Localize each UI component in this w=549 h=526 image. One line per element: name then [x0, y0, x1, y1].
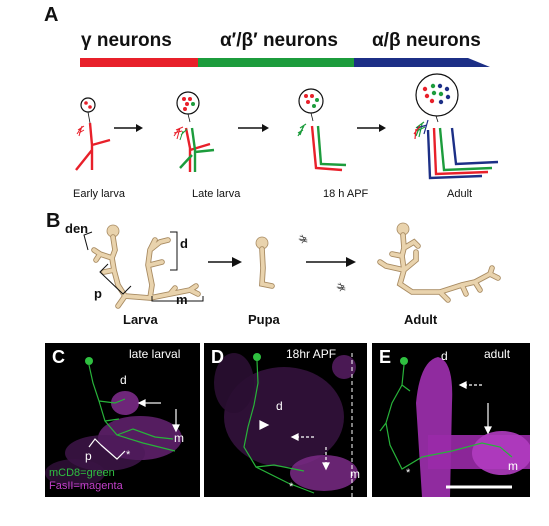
panel-d-star: *	[289, 481, 294, 493]
panel-e-m: m	[508, 459, 518, 473]
panel-e-letter: E	[379, 347, 392, 367]
alpha-beta-heading: α/β neurons	[372, 30, 481, 51]
stage-label-early-larva: Early larva	[73, 188, 125, 200]
larva-neuron-branches	[91, 234, 201, 309]
panel-c-m: m	[174, 431, 184, 445]
panel-c-star: *	[126, 449, 131, 461]
alpha-beta-prime-heading: α′/β′ neurons	[220, 30, 338, 51]
m-label-b: m	[176, 292, 188, 307]
legend-green: mCD8=green	[49, 467, 115, 479]
adult-neuron	[377, 222, 501, 303]
den-label: den	[65, 221, 89, 236]
panel-e-image: E adult d m *	[372, 343, 530, 497]
pupa-label: Pupa	[248, 312, 280, 327]
panel-d-d: d	[276, 399, 283, 413]
panel-a-letter: A	[44, 4, 59, 26]
p-label-b: p	[94, 286, 102, 301]
larva-label: Larva	[123, 312, 158, 327]
stage-label-18h-apf: 18 h APF	[323, 188, 369, 200]
adult-neurons	[413, 73, 499, 180]
panel-d-title: 18hr APF	[286, 347, 337, 361]
panel-c-d: d	[120, 373, 127, 387]
pupa-neuron	[255, 234, 346, 292]
panel-b-graphic	[83, 222, 501, 309]
panel-c-p: p	[85, 449, 92, 463]
gamma-heading: γ neurons	[81, 30, 172, 51]
d-label-b: d	[180, 236, 188, 251]
stage-label-adult: Adult	[447, 188, 473, 200]
panel-c-image: C late larval d m p * mCD8=green FasII=m…	[45, 343, 200, 497]
apf-neurons	[297, 88, 347, 172]
timeline-bar	[80, 58, 490, 67]
panel-c-letter: C	[52, 347, 65, 367]
late-larva-neurons	[173, 91, 215, 172]
larva-brackets	[83, 231, 204, 302]
panel-b-arrows	[208, 257, 356, 267]
arrow-1	[114, 124, 143, 132]
panel-e-d: d	[441, 349, 448, 363]
panel-d-m: m	[350, 467, 360, 481]
panel-b-letter: B	[46, 210, 61, 232]
early-larva-neuron	[75, 97, 111, 171]
panel-d-letter: D	[211, 347, 224, 367]
legend-magenta: FasII=magenta	[49, 480, 123, 492]
arrow-2	[238, 124, 269, 132]
stage-label-late-larva: Late larva	[192, 188, 241, 200]
arrow-3	[357, 124, 386, 132]
panel-c-title: late larval	[129, 347, 181, 361]
adult-label: Adult	[404, 312, 438, 327]
panel-a-graphic	[75, 58, 499, 180]
panel-e-title: adult	[484, 347, 511, 361]
panel-d-image: D 18hr APF d m *	[204, 343, 367, 497]
panel-e-star: *	[406, 467, 411, 479]
